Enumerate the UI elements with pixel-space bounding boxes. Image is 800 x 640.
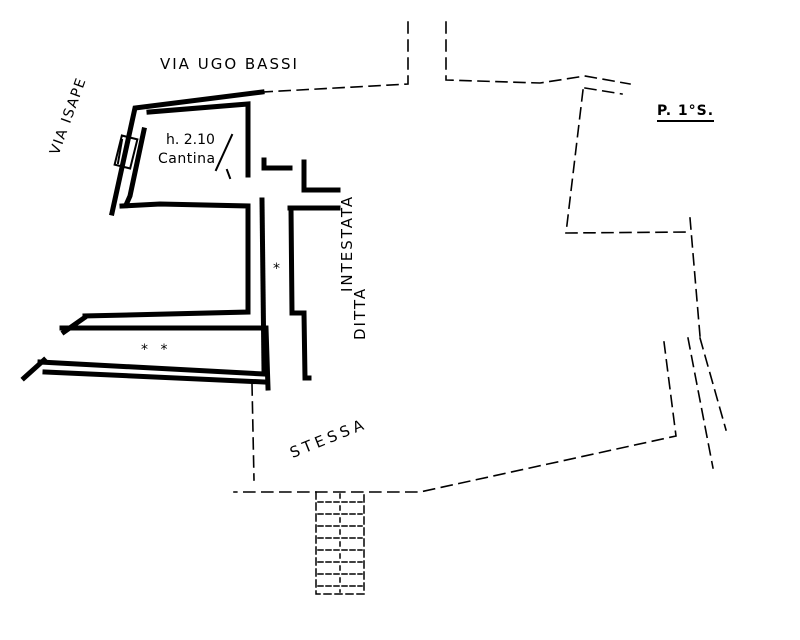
owner-label-ditta: DITTA (351, 286, 369, 340)
street-label-via-ugo-bassi: VIA UGO BASSI (160, 55, 299, 73)
room-name-label: Cantina (158, 151, 216, 167)
owner-label-intestata: INTESTATA (338, 194, 356, 292)
cellar-walls (20, 89, 341, 391)
stairway (315, 491, 365, 595)
room-height-label: h. 2.10 (166, 132, 215, 148)
window-symbol (113, 134, 139, 170)
floor-label: P. 1°S. (657, 104, 715, 122)
annotation-strokes (214, 133, 234, 180)
double-asterisk-marker: * * (141, 342, 172, 358)
property-boundary-dashed (233, 21, 727, 493)
asterisk-marker: * (273, 261, 280, 277)
